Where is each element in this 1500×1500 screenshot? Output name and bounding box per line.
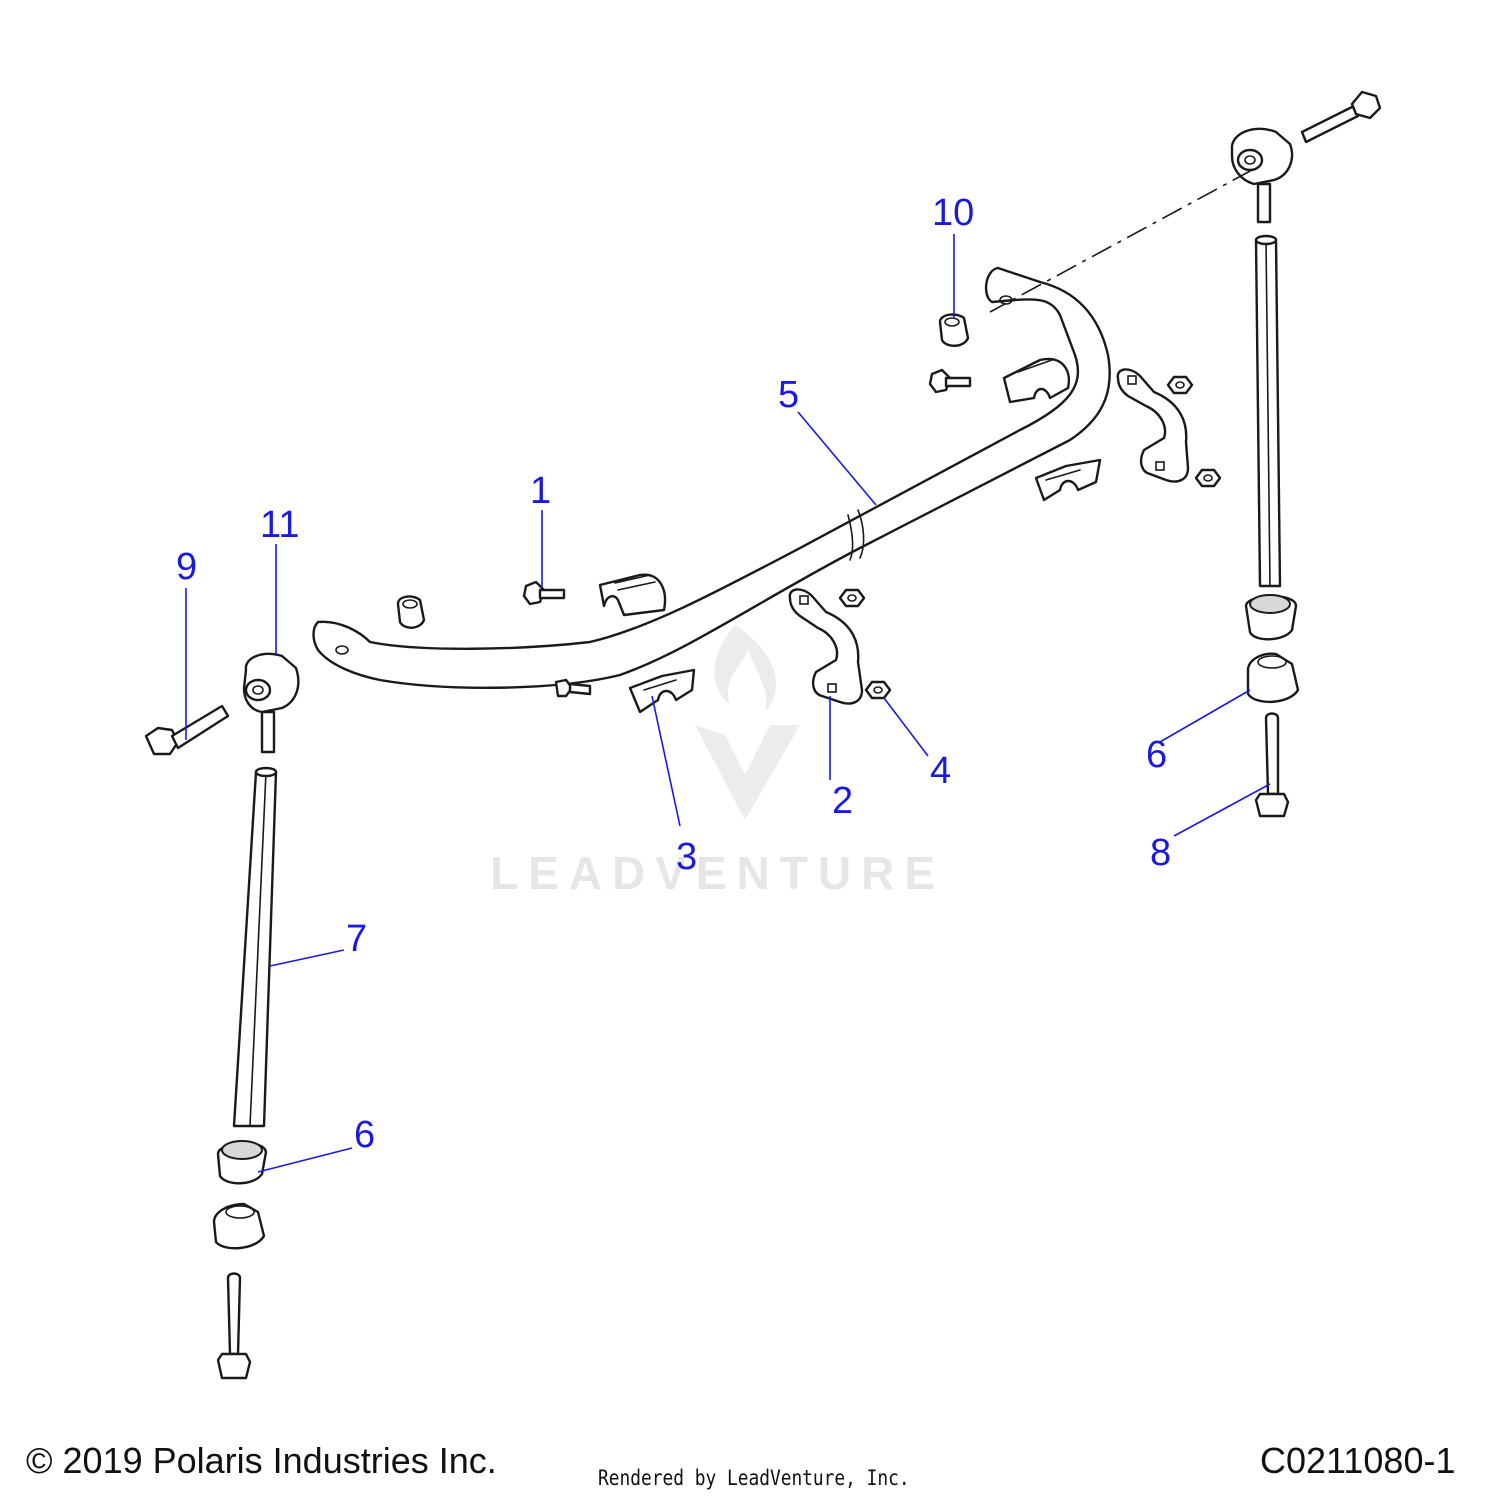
watermark-text: LEADVENTURE (490, 847, 946, 899)
bushing-left-lower (628, 668, 696, 714)
nut-1 (838, 588, 866, 608)
sway-bar (312, 266, 1111, 689)
leadventure-logo-watermark (695, 625, 800, 820)
flange-nut-right (938, 313, 970, 347)
bolt-right-long (1300, 90, 1382, 144)
bolt-right-vertical (1254, 712, 1290, 818)
drawing-number: C0211080-1 (1260, 1440, 1456, 1481)
grommet-right-lower (1246, 652, 1300, 704)
bolt-left-long (144, 704, 230, 756)
callout-7: 7 (346, 918, 368, 960)
callout-9: 9 (176, 546, 198, 588)
rod-right (1254, 234, 1282, 588)
bolt-bracket-lower (554, 678, 592, 698)
copyright-notice: © 2019 Polaris Industries Inc. (26, 1440, 497, 1481)
clamp-left (788, 588, 864, 705)
callout-8: 8 (1150, 832, 1172, 874)
bushing-left-upper (598, 573, 667, 617)
bushing-right-upper (1002, 357, 1071, 404)
leader-lines (185, 234, 1271, 1173)
grommet-left-upper (216, 1140, 268, 1185)
end-link-right (1230, 127, 1294, 224)
bolt-bracket-left (522, 580, 566, 606)
callout-6-right: 6 (1146, 734, 1168, 776)
grommet-right-upper (1244, 594, 1298, 641)
bolt-left-vertical (216, 1272, 252, 1380)
callout-3: 3 (676, 836, 698, 878)
bolt-bracket-right (928, 368, 972, 394)
callout-10: 10 (932, 192, 975, 234)
grommet-left-lower (212, 1202, 266, 1250)
callout-2: 2 (832, 780, 854, 822)
callout-5: 5 (778, 374, 800, 416)
end-link-left (242, 652, 300, 754)
rendered-by-credit: Rendered by LeadVenture, Inc. (598, 1466, 910, 1490)
nut-2 (864, 680, 892, 700)
callout-1: 1 (530, 470, 552, 512)
callout-4: 4 (930, 750, 952, 792)
flange-nut-left (396, 595, 426, 629)
alignment-centerline (989, 169, 1253, 313)
nut-4 (1194, 468, 1222, 488)
nut-3 (1166, 375, 1194, 395)
rod-left (232, 766, 278, 1128)
callout-6-left: 6 (354, 1114, 376, 1156)
callout-11: 11 (260, 504, 300, 546)
bushing-right-lower (1034, 458, 1102, 502)
clamp-right (1116, 368, 1190, 483)
